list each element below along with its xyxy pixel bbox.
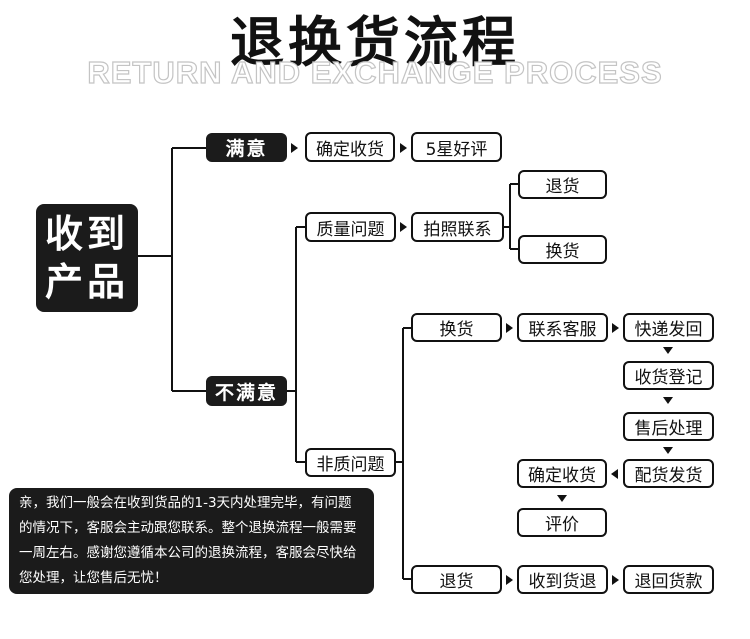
node-return-1: 退货 (518, 170, 607, 199)
arrow-down-icon (663, 397, 673, 404)
arrow-right-icon (506, 575, 513, 585)
arrow-right-icon (506, 323, 513, 333)
start-node-label: 收到 产品 (44, 212, 129, 304)
node-refund: 退回货款 (623, 565, 714, 594)
page-subtitle: RETURN AND EXCHANGE PROCESS (87, 54, 663, 90)
arrow-down-icon (663, 347, 673, 354)
arrow-right-icon (612, 575, 619, 585)
node-confirm-receipt-2: 确定收货 (517, 459, 607, 488)
node-receipt-register: 收货登记 (623, 361, 714, 390)
node-satisfied: 满意 (206, 133, 287, 162)
node-ship-goods: 配货发货 (623, 459, 714, 488)
arrow-right-icon (612, 323, 619, 333)
node-received-return: 收到货退 (517, 565, 608, 594)
node-review: 评价 (517, 508, 607, 537)
node-return-2: 退货 (411, 565, 502, 594)
node-confirm-receipt-1: 确定收货 (305, 132, 395, 162)
node-after-sale: 售后处理 (623, 412, 714, 441)
node-express-back: 快递发回 (623, 313, 714, 342)
arrow-right-icon (291, 143, 298, 153)
arrow-down-icon (557, 495, 567, 502)
node-unsatisfied: 不满意 (206, 376, 287, 406)
arrow-right-icon (400, 222, 407, 232)
notice-box: 亲，我们一般会在收到货品的1-3天内处理完毕，有问题的情况下，客服会主动跟您联系… (9, 488, 374, 594)
node-non-quality-issue: 非质问题 (305, 448, 396, 477)
node-exchange-2: 换货 (411, 313, 502, 342)
page-title: 退换货流程 (230, 11, 520, 74)
arrow-down-icon (663, 447, 673, 454)
node-five-star-review: 5星好评 (411, 132, 502, 162)
node-contact-service: 联系客服 (517, 313, 608, 342)
node-exchange-1: 换货 (518, 235, 607, 264)
start-node-received-product: 收到 产品 (36, 204, 138, 312)
node-photo-contact: 拍照联系 (411, 212, 504, 242)
arrow-right-icon (400, 143, 407, 153)
node-quality-issue: 质量问题 (305, 212, 396, 242)
arrow-left-icon (611, 469, 618, 479)
